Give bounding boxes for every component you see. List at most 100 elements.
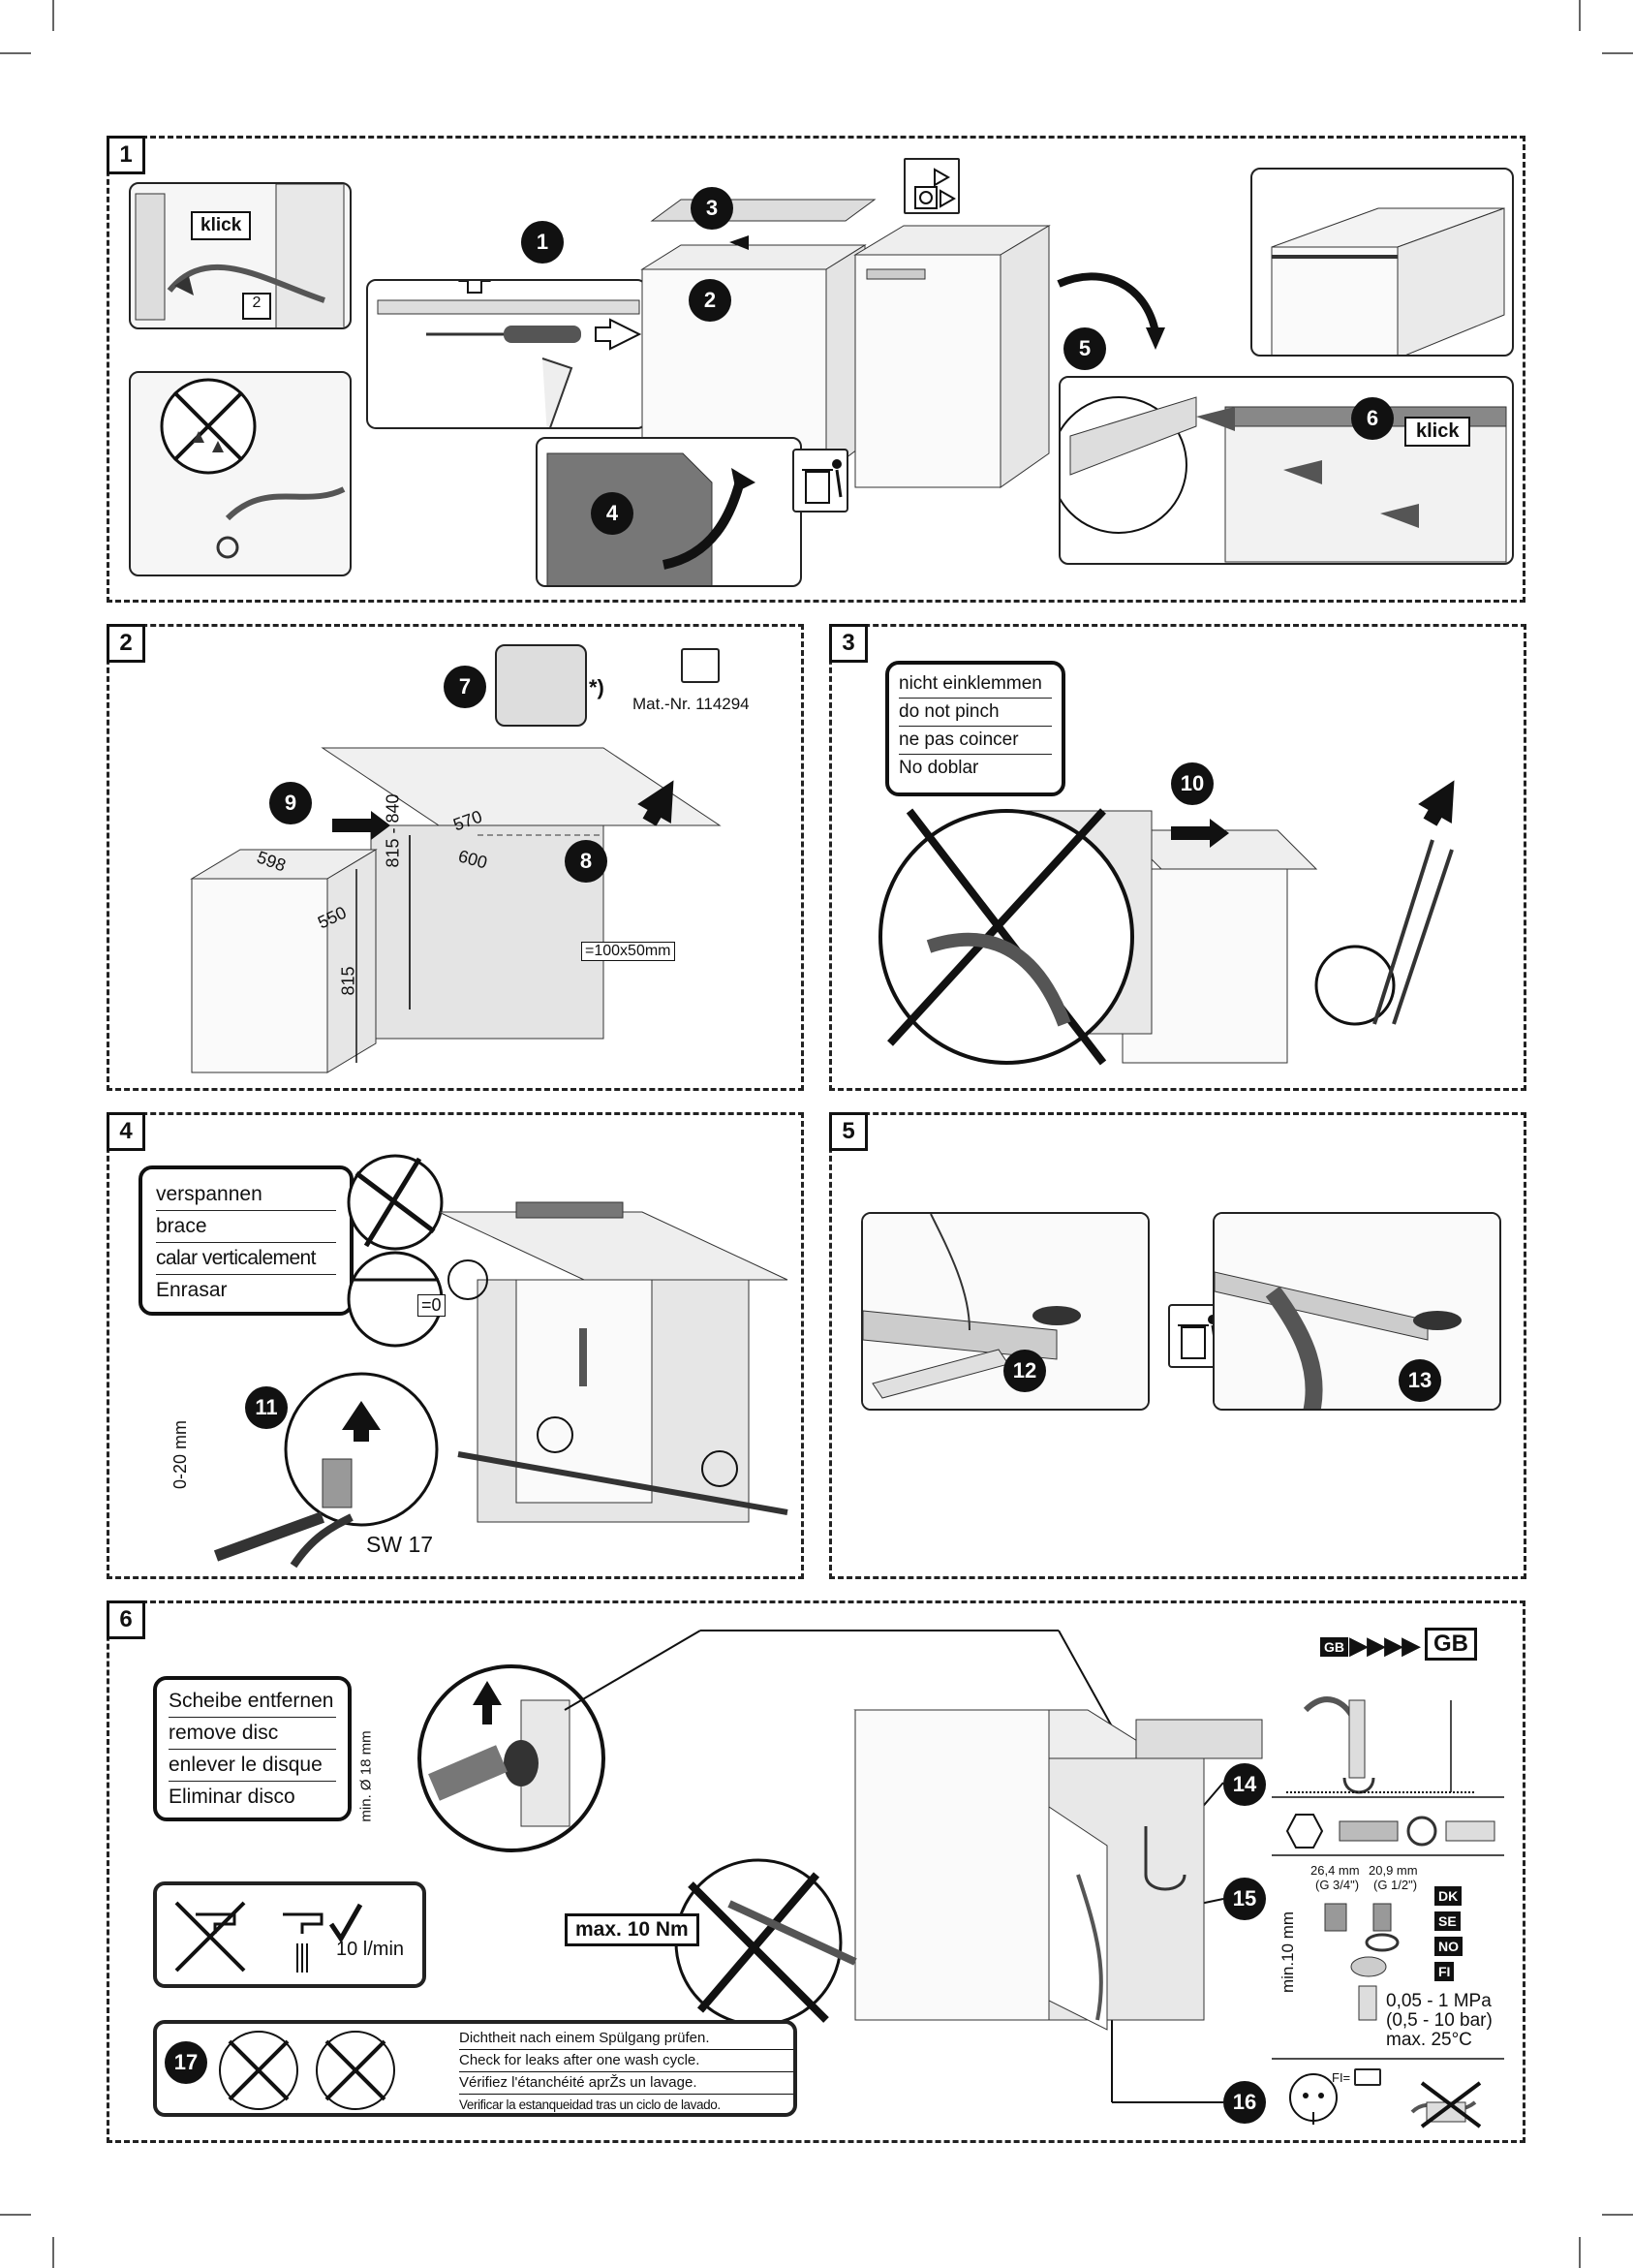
disc-removal-detail — [417, 1664, 605, 1852]
disc-line-fr: enlever le disque — [169, 1750, 336, 1782]
brace-instruction-box: verspannen brace calar verticalement Enr… — [139, 1165, 354, 1316]
disc-instruction-box: Scheibe entfernen remove disc enlever le… — [153, 1676, 352, 1821]
check-line-fr: Vérifiez l'étanchéité aprŽs un lavage. — [459, 2072, 793, 2095]
panel-5: 5 12 13 — [829, 1112, 1526, 1579]
flow-icons — [174, 1901, 363, 1973]
max-temp: max. 25°C — [1386, 2030, 1472, 2050]
brace-line-es: Enrasar — [156, 1279, 228, 1301]
pressure-bar: (0,5 - 10 bar) — [1386, 2010, 1493, 2031]
installed-dishwasher-drawing — [438, 1201, 788, 1523]
step-badge-2: 2 — [689, 279, 731, 322]
level-zero-label: =0 — [417, 1294, 446, 1317]
check-line-es: Verificar la estanqueidad tras un ciclo … — [459, 2097, 721, 2112]
brace-line-fr: calar verticalement — [156, 1243, 336, 1275]
panel-number: 2 — [107, 624, 145, 663]
dishwasher-under-sink — [853, 1709, 1263, 2031]
strip-attach-drawing — [1061, 396, 1507, 563]
hose-click-drawing — [135, 184, 345, 327]
hose-click-detail: klick 2 — [129, 182, 352, 329]
note-star: *) — [589, 675, 604, 699]
thread-a-label: 26,4 mm — [1310, 1863, 1360, 1878]
step-badge-3: 3 — [691, 187, 733, 230]
step-badge-1: 1 — [521, 221, 564, 264]
thread-b-sub: (G 1/2") — [1373, 1878, 1418, 1892]
thread-a-sub: (G 3/4") — [1315, 1878, 1360, 1892]
strip-removal-detail: 12 — [861, 1212, 1150, 1411]
hose-parts — [1285, 1814, 1495, 1849]
drain-siphon-drawing — [1286, 1696, 1475, 1794]
check-line-de: Dichtheit nach einem Spülgang prüfen. — [459, 2028, 793, 2050]
dim-815: 815 — [338, 966, 358, 996]
country-tag-fi: FI — [1434, 1962, 1455, 1981]
step-badge-13: 13 — [1399, 1359, 1441, 1402]
strip-peel-drawing — [1215, 1214, 1499, 1409]
pinch-forbidden-drawing — [878, 808, 1454, 1066]
step-badge-14: 14 — [1223, 1763, 1266, 1806]
dim-hole: =100x50mm — [581, 942, 675, 961]
valve-connection-drawing — [1324, 1903, 1400, 2021]
panel-number: 3 — [829, 624, 868, 663]
door-removal-drawing — [546, 452, 755, 585]
strip-peel-detail: 13 — [1213, 1212, 1501, 1411]
pinch-line-es: No doblar — [899, 758, 979, 778]
trash-icon — [792, 449, 848, 513]
country-tag-se: SE — [1434, 1911, 1461, 1931]
gb-arrows: ▶▶▶▶ — [1349, 1631, 1421, 1660]
foot-adjust-detail — [213, 1372, 439, 1569]
step-badge-5: 5 — [1063, 327, 1106, 370]
wrench-size-label: SW 17 — [366, 1532, 434, 1557]
thread-b-label: 20,9 mm — [1369, 1863, 1418, 1878]
hex-step-label: 2 — [242, 293, 271, 320]
disc-line-de: Scheibe entfernen — [169, 1686, 336, 1718]
country-tag-dk: DK — [1434, 1886, 1463, 1906]
step-badge-8: 8 — [565, 840, 607, 883]
no-extension-cord-icon — [1410, 2081, 1482, 2128]
pinch-line-de: nicht einklemmen — [899, 670, 1052, 699]
brace-line-en: brace — [156, 1211, 336, 1243]
push-arrow — [332, 811, 390, 840]
country-tag-no: NO — [1434, 1937, 1463, 1956]
mat-nr-label: Mat.-Nr. 114294 — [632, 695, 750, 713]
disc-line-en: remove disc — [169, 1718, 336, 1750]
connection-icon — [904, 158, 960, 214]
push-arrow — [1171, 819, 1229, 848]
panel-1: 1 klick 2 1 — [107, 136, 1525, 603]
screwdriver-detail — [366, 279, 647, 429]
step-badge-17: 17 — [165, 2041, 207, 2084]
screwdriver-drawing — [377, 281, 642, 427]
door-removal-detail: 4 — [536, 437, 802, 587]
step-badge-7: 7 — [444, 666, 486, 708]
dim-815-840: 815 - 840 — [383, 793, 403, 868]
panel-number: 4 — [107, 1112, 145, 1151]
mat-nr-detail — [495, 644, 587, 727]
socket-icon — [1289, 2073, 1338, 2125]
step-badge-9: 9 — [269, 782, 312, 824]
strip-attach-detail: 6 klick — [1059, 376, 1514, 565]
pinch-warning-box: nicht einklemmen do not pinch ne pas coi… — [885, 661, 1065, 796]
check-line-en: Check for leaks after one wash cycle. — [459, 2050, 793, 2072]
step-badge-4: 4 — [591, 492, 633, 535]
panel-number: 6 — [107, 1600, 145, 1639]
min-height-label: min.10 mm — [1279, 1911, 1298, 1994]
klick-label-right: klick — [1404, 417, 1471, 447]
leak-check-icons — [219, 2031, 395, 2110]
leveling-detail-icons — [347, 1154, 444, 1348]
fi-switch-icon — [1354, 2068, 1381, 2086]
fi-label: FI= — [1332, 2070, 1351, 2085]
torque-label: max. 10 Nm — [565, 1913, 699, 1946]
panel-number: 5 — [829, 1112, 868, 1151]
klick-label: klick — [191, 211, 252, 240]
water-warning-drawing — [160, 378, 346, 559]
gb-big-tag: GB — [1425, 1628, 1477, 1661]
step-badge-15: 15 — [1223, 1878, 1266, 1920]
panel-3: 3 nicht einklemmen do not pinch ne pas c… — [829, 624, 1526, 1091]
tape-icon — [681, 648, 720, 683]
flow-label: 10 l/min — [336, 1939, 405, 1960]
dishwasher-no-top — [853, 225, 1051, 488]
strip-top-detail — [1250, 168, 1514, 357]
step-badge-10: 10 — [1171, 762, 1214, 805]
water-warning-detail — [129, 371, 352, 576]
height-range-label: 0-20 mm — [170, 1419, 191, 1490]
gb-small-tag: GB — [1320, 1637, 1348, 1657]
step-badge-16: 16 — [1223, 2081, 1266, 2124]
